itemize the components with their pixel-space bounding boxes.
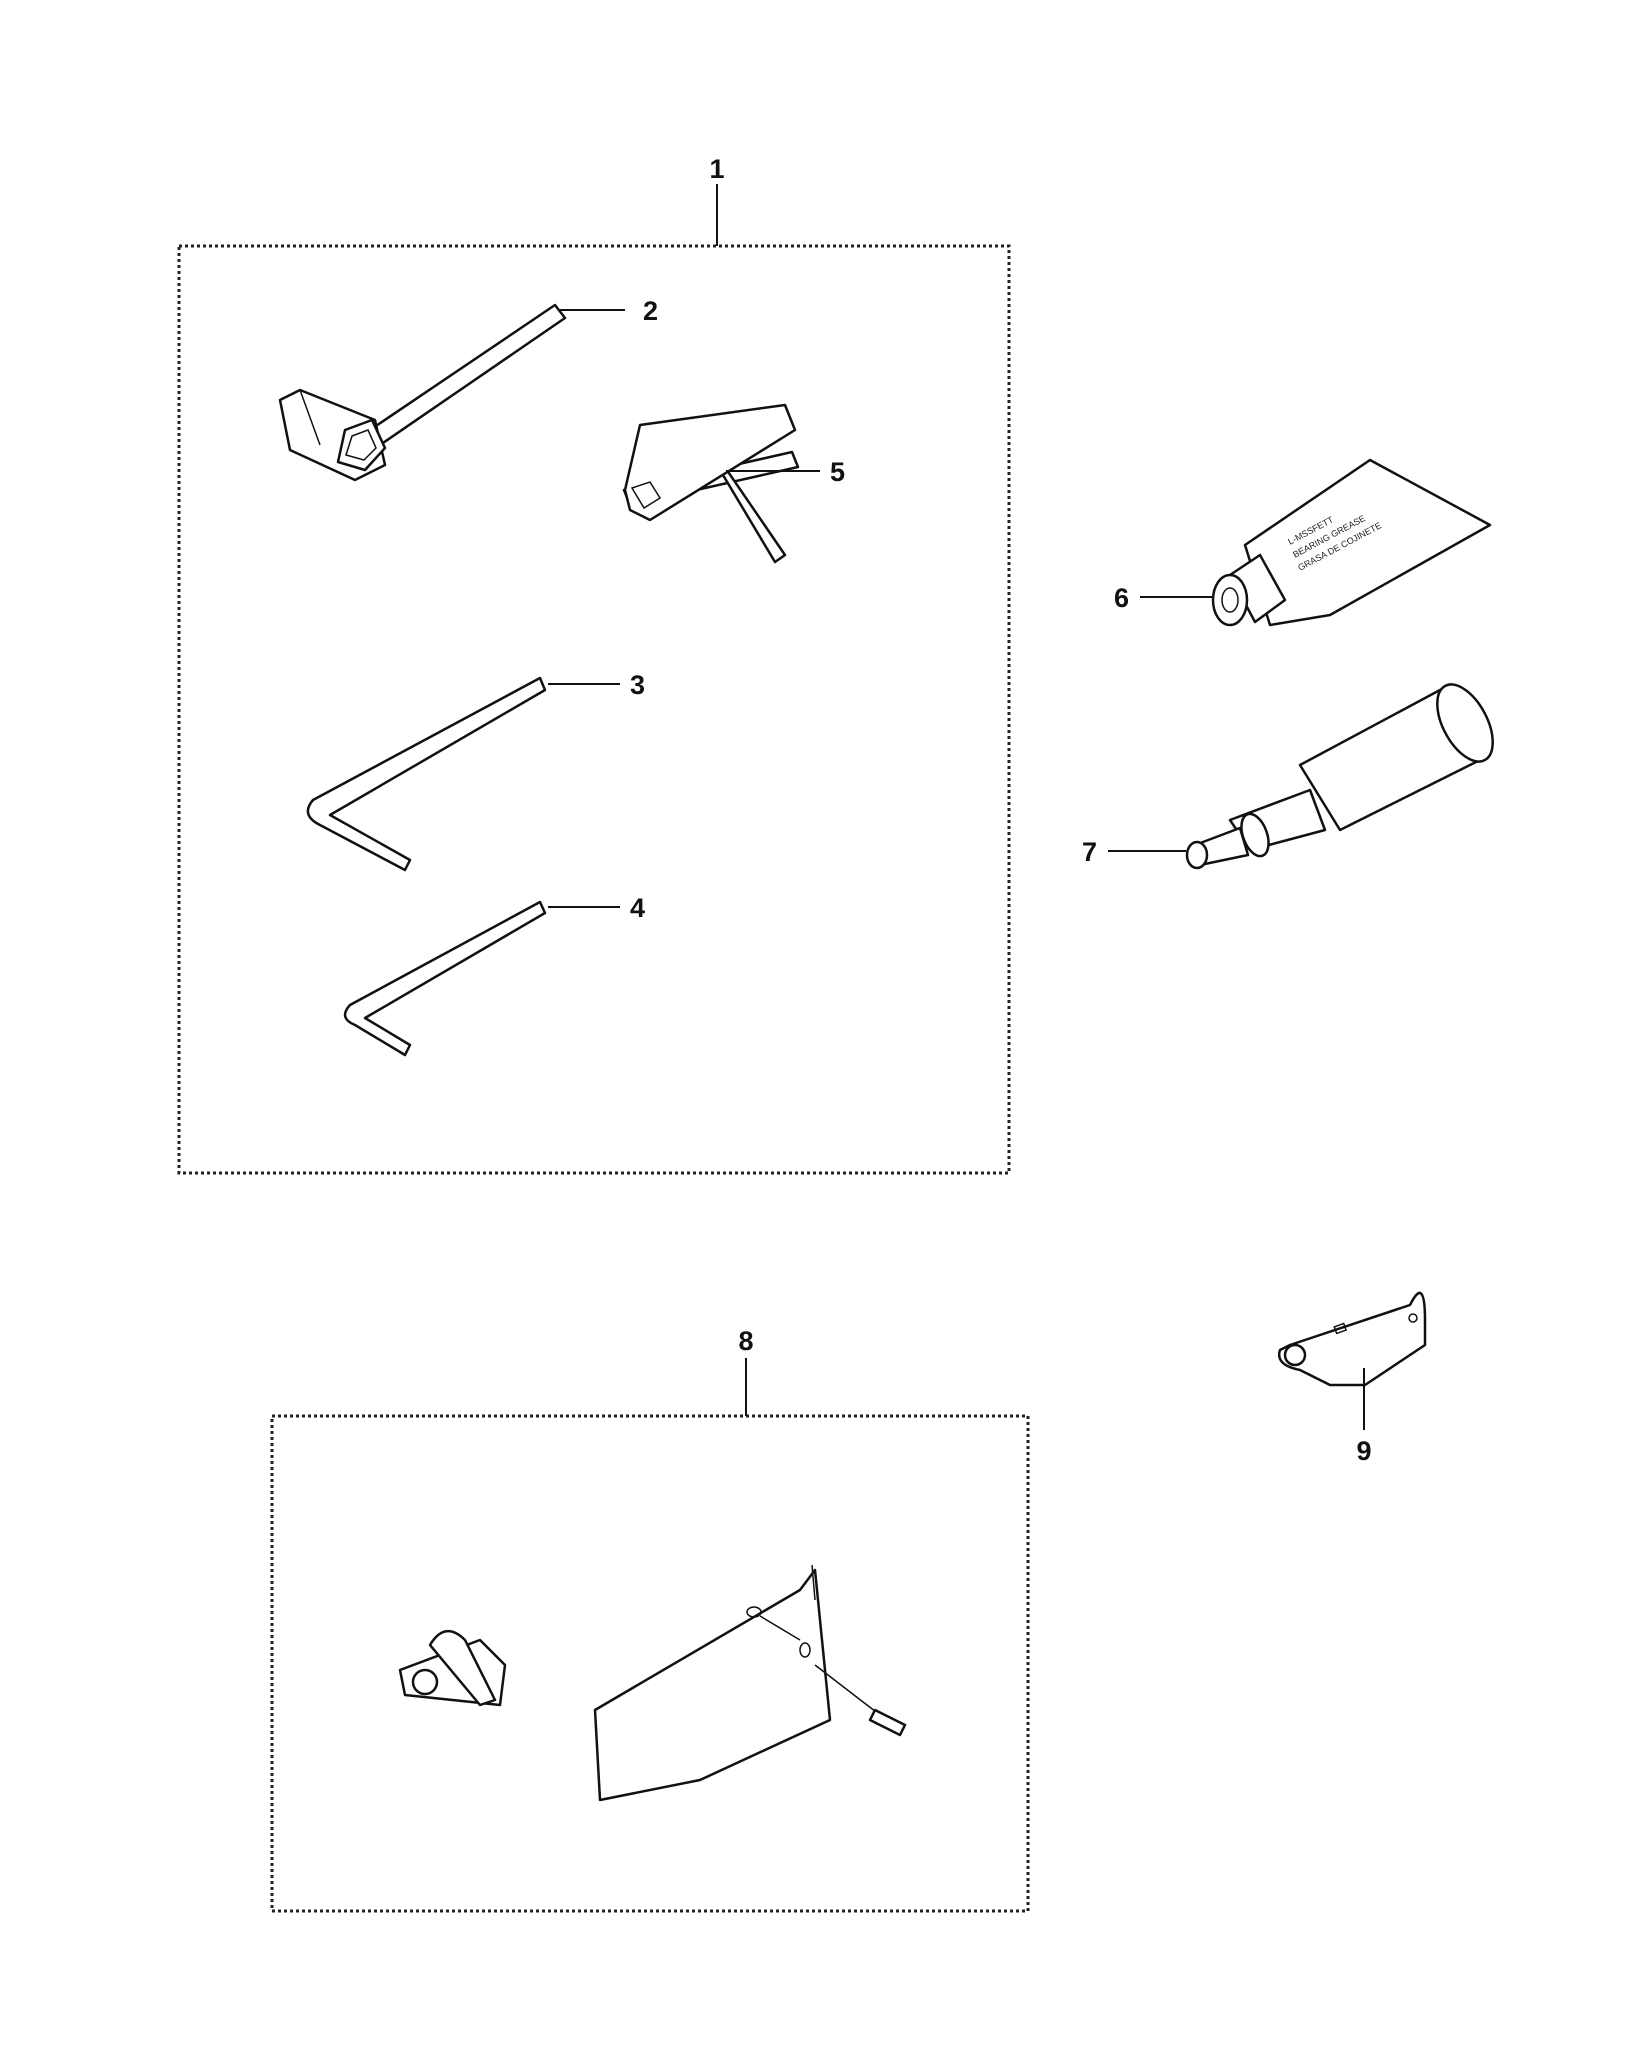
callout-1: 1 [709,154,724,184]
callout-9: 9 [1356,1436,1371,1466]
bracket [1277,1291,1427,1387]
grease-tube: L-MSSFETT BEARING GREASE GRASA DE COJINE… [1211,458,1492,627]
kit-group-box-1 [177,244,1011,1175]
callout-2: 2 [643,296,658,326]
hex-key-small [343,900,547,1057]
callout-3: 3 [630,670,645,700]
t-wrench [622,403,800,564]
kit-group-box-2 [270,1414,1030,1913]
callout-5: 5 [830,457,845,487]
deflector-plate [593,1564,907,1802]
piston-stop-tool [1185,683,1494,870]
choke-clip [398,1630,507,1707]
callout-8: 8 [738,1326,753,1356]
callout-7: 7 [1082,837,1097,867]
spark-plug-wrench [278,303,567,482]
callout-6: 6 [1114,583,1129,613]
callout-4: 4 [630,893,645,923]
hex-key-large [306,676,547,872]
